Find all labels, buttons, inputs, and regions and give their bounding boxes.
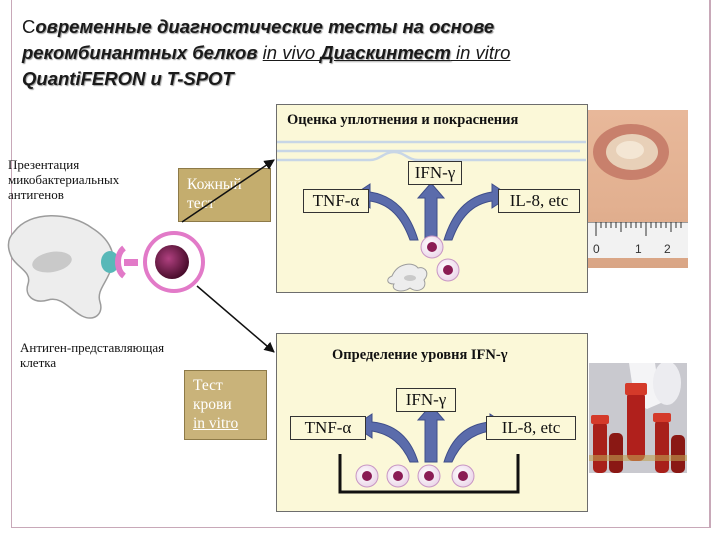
blood-tnf-alpha-label: TNF-α [290, 416, 366, 440]
title-line-3: QuantiFERON и T-SPOT [22, 68, 234, 89]
ruler-label-2: 2 [664, 242, 671, 256]
skin-t-cells [387, 235, 460, 292]
blood-tubes-photo [589, 363, 687, 473]
skin-cytokine-arrows [351, 182, 511, 241]
blood-panel-title: Определение уровня IFN-γ [332, 347, 508, 363]
frame-right-border [709, 0, 711, 528]
blood-test-line-3: in vitro [193, 415, 239, 432]
arrow-to-skin-test [181, 159, 275, 223]
ruler-label-1: 1 [635, 242, 642, 256]
assay-well [338, 454, 520, 494]
skin-photo-drawing: 0 1 2 [586, 124, 688, 258]
arrow-to-blood-test [196, 285, 275, 353]
title-line-1: Современные диагностические тесты на осн… [22, 14, 702, 40]
title-invitro: in vitro [450, 42, 511, 63]
skin-test-box: Кожный тест [178, 168, 271, 222]
skin-panel-title: Оценка уплотнения и покраснения [287, 112, 519, 128]
receptor-complex [101, 245, 138, 279]
skin-tnf-alpha-label: TNF-α [303, 189, 369, 213]
title-line-1-text: овременные диагностические тесты на осно… [35, 16, 495, 37]
skin-reaction-photo: 0 1 2 [586, 110, 688, 268]
blood-test-box: Тест крови in vitro [184, 370, 267, 440]
antigen-presenting-cell [7, 215, 114, 319]
skin-ifn-gamma-label: IFN-γ [408, 161, 462, 185]
blood-ifn-gamma-label: IFN-γ [396, 388, 456, 412]
antigen-presentation-label: Презентация микобактериальных антигенов [8, 157, 120, 202]
frame-left-border [11, 0, 12, 528]
title-diaskintest: Диаскинтест [320, 42, 451, 63]
blood-test-line-2: крови [193, 396, 232, 413]
title-line-2: рекомбинантных белков in vivo Диаскинтес… [22, 40, 702, 66]
t-lymphocyte [143, 231, 205, 293]
title-line-2-bold: рекомбинантных белков [22, 42, 263, 63]
skin-il8-label: IL-8, etc [498, 189, 580, 213]
frame-bottom-border [11, 527, 711, 528]
skin-layers [277, 140, 586, 162]
ruler-label-0: 0 [593, 242, 600, 256]
ruler-ticks [595, 222, 682, 236]
blood-il8-label: IL-8, etc [486, 416, 576, 440]
title-first-letter: С [22, 16, 36, 37]
blood-cells [355, 464, 475, 488]
apc-label: Антиген-представляющая клетка [20, 340, 165, 370]
blood-test-line-1: Тест [193, 377, 223, 394]
blood-cytokine-arrows [353, 404, 509, 463]
blood-photo-drawing [589, 363, 687, 473]
title-invivo: in vivo [262, 42, 321, 63]
slide-title: Современные диагностические тесты на осн… [22, 14, 702, 92]
